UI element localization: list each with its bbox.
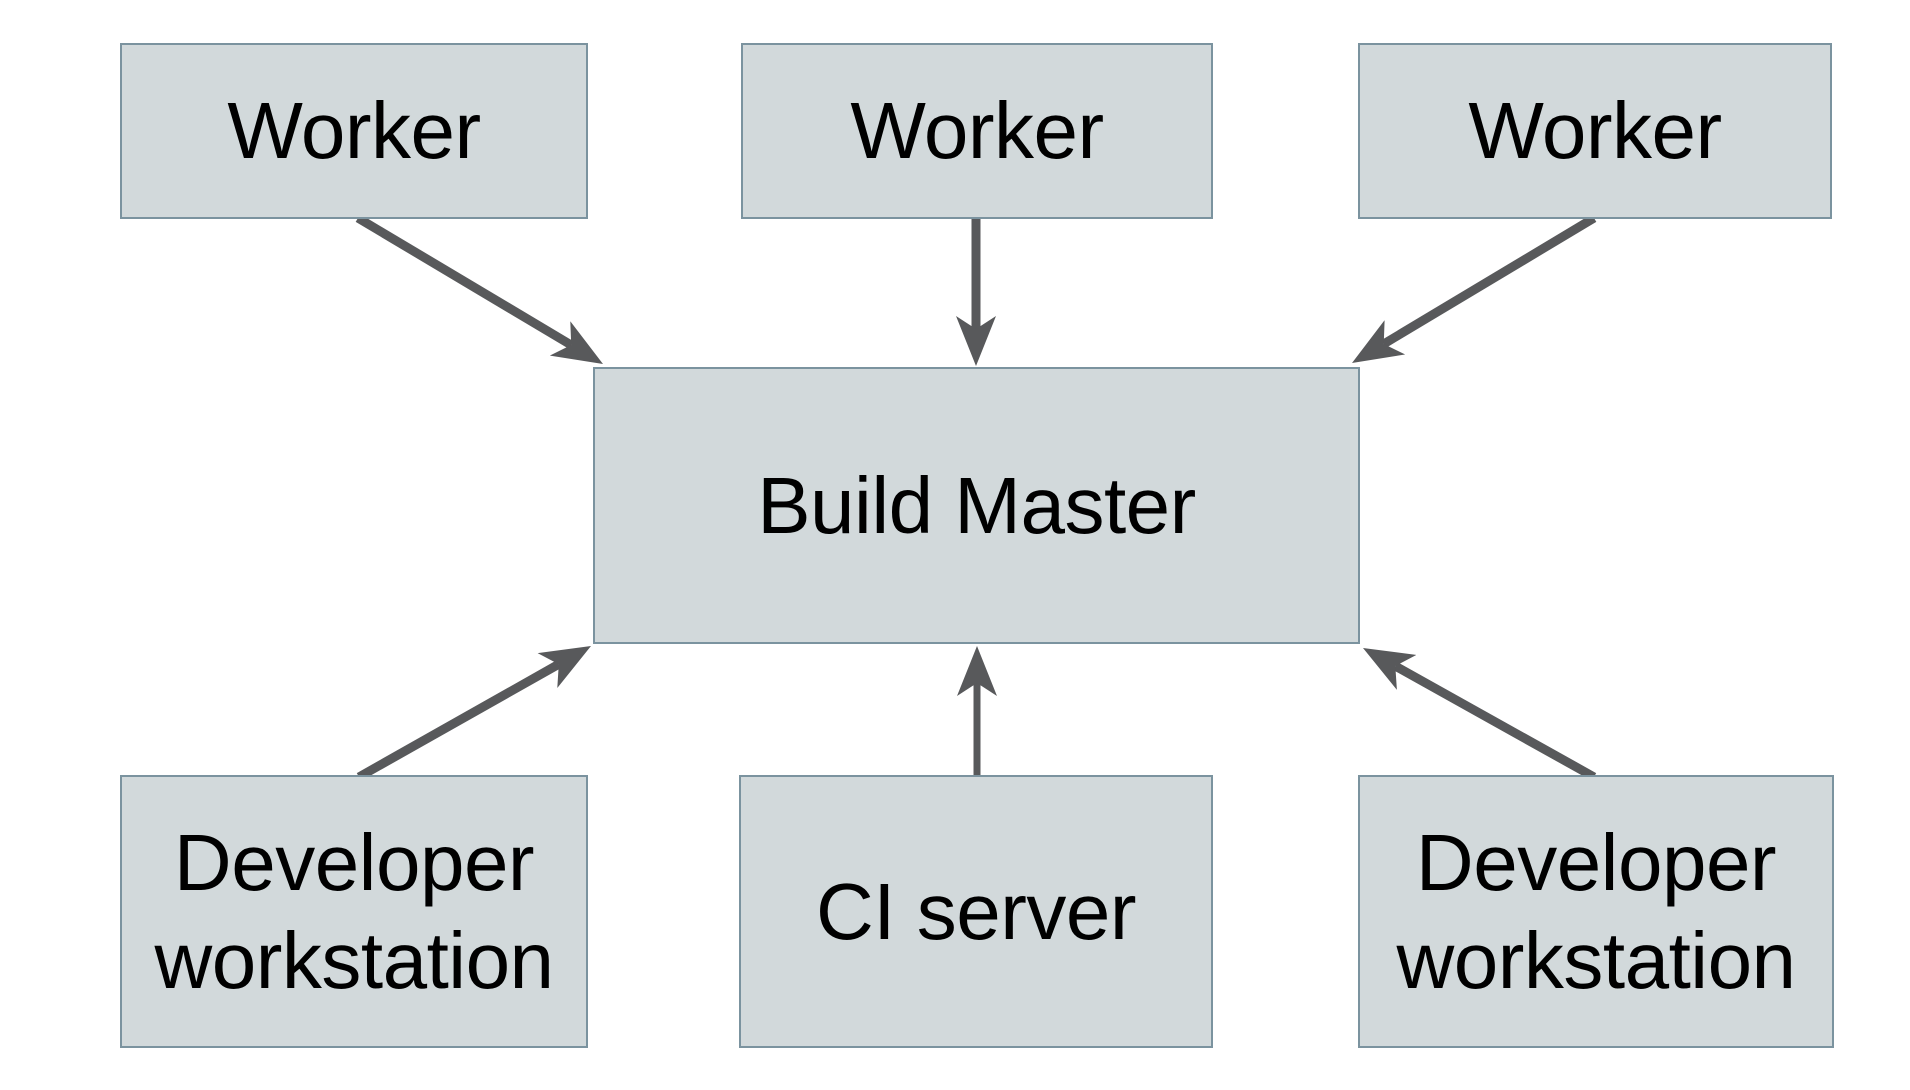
node-developer-workstation-right-label: Developer workstation [1396,817,1796,1005]
arrow-worker-1-to-build-master [355,214,604,365]
node-worker-2-label: Worker [850,86,1104,176]
node-ci-server-label: CI server [816,866,1137,956]
node-developer-workstation-left-label: Developer workstation [154,817,554,1005]
node-developer-workstation-left: Developer workstation [120,775,588,1048]
node-build-master-label: Build Master [757,460,1196,550]
node-worker-1-label: Worker [227,86,481,176]
node-worker-2: Worker [741,43,1213,219]
arrow-developer-workstation-left-to-build-master [356,645,592,781]
arrow-developer-workstation-right-to-build-master [1363,647,1597,781]
node-ci-server: CI server [739,775,1213,1048]
node-worker-3: Worker [1358,43,1832,219]
node-worker-1: Worker [120,43,588,219]
node-build-master: Build Master [593,367,1360,644]
node-developer-workstation-right: Developer workstation [1358,775,1834,1048]
arrow-worker-3-to-build-master [1351,214,1597,363]
node-worker-3-label: Worker [1468,86,1722,176]
